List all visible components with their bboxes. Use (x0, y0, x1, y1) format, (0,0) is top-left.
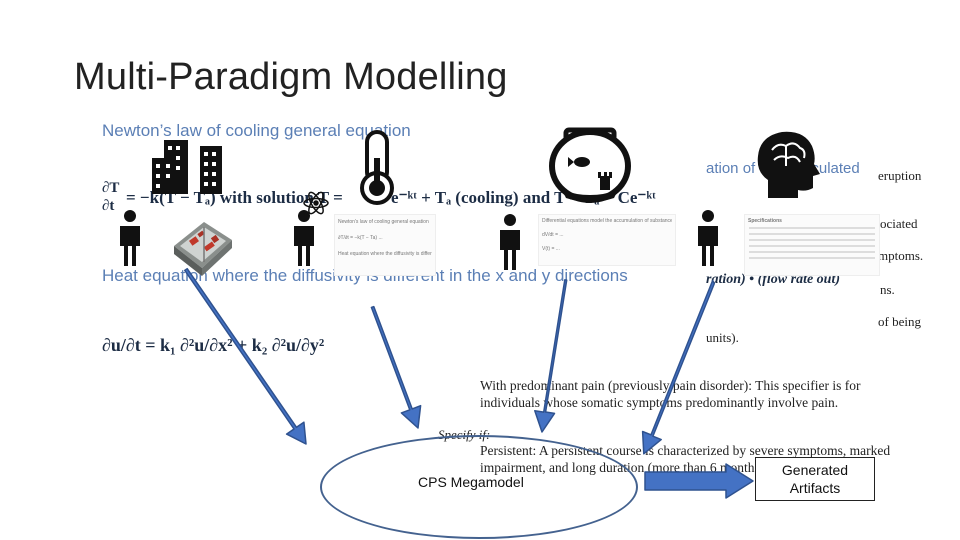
arrow-megamodel-to-artifacts (644, 463, 754, 499)
right-word-1: eruption (878, 168, 922, 183)
person-icon (120, 210, 140, 266)
newton-eq-dT: ∂T (102, 180, 120, 196)
generated-artifacts-box: Generated Artifacts (755, 457, 875, 501)
newton-heading: Newton’s law of cooling general equation (102, 121, 411, 140)
right-word-2: ociated (880, 216, 918, 231)
right-word-3: mptoms. (878, 248, 924, 263)
document-snippet-middle: Differential equations model the accumul… (538, 214, 676, 266)
atom-icon (303, 191, 329, 215)
arrow-from-person-3 (534, 279, 568, 433)
brain-head-icon (757, 131, 820, 198)
arrow-from-person-2 (370, 305, 422, 429)
units-fragment: units). (706, 330, 739, 345)
person-icon (698, 210, 718, 266)
arrow-from-person-4 (641, 279, 716, 455)
person-icon (500, 214, 520, 270)
city-buildings-icon (152, 140, 222, 194)
fishbowl-icon (549, 127, 631, 203)
slide-title: Multi-Paradigm Modelling (74, 56, 508, 98)
heat-equation: ∂u/∂t = k₁ ∂²u/∂x² + k₂ ∂²u/∂y² (102, 335, 325, 355)
arrow-from-person-1 (184, 267, 307, 445)
document-snippet-right: Specifications (744, 214, 880, 276)
cps-megamodel-ellipse (320, 435, 638, 539)
cps-megamodel-label: CPS Megamodel (418, 474, 524, 490)
thermometer-icon (360, 130, 394, 205)
calc-fragment: ation of culated (706, 160, 860, 177)
predominant-line-2: individuals whose somatic symptoms predo… (480, 395, 839, 410)
document-snippet-left: Newton's law of cooling general equation… (334, 214, 436, 276)
right-word-4: ns. (880, 282, 895, 297)
person-icon (294, 210, 314, 266)
room-3d-model-icon (174, 222, 232, 276)
newton-eq-dt: ∂t (102, 198, 115, 214)
right-word-5: of being (878, 314, 921, 329)
generated-artifacts-label: Generated Artifacts (781, 461, 849, 496)
